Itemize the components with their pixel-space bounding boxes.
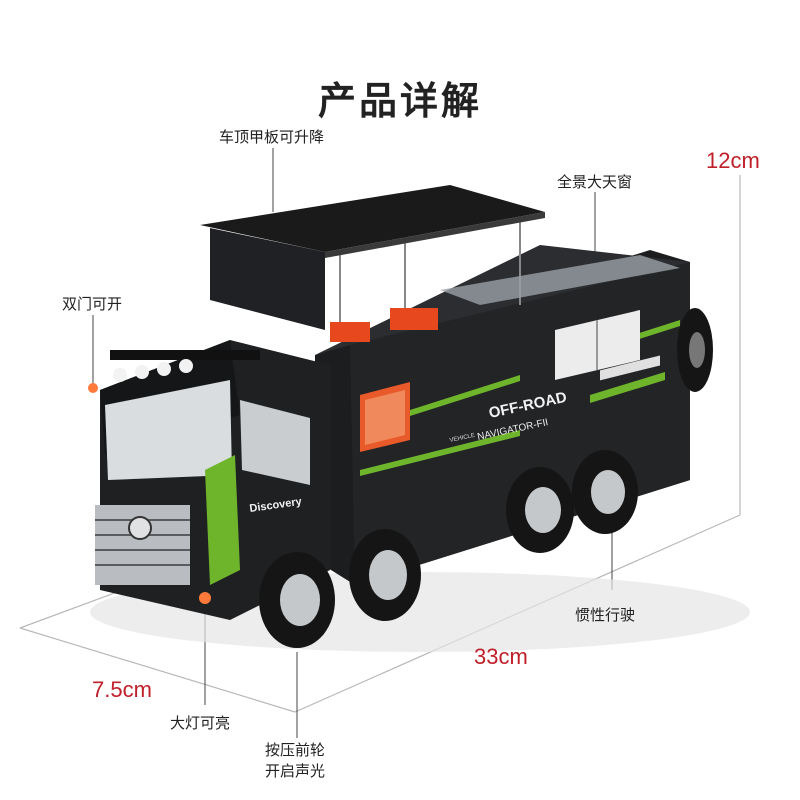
callout-front-wheel: 按压前轮 开启声光 — [265, 740, 325, 782]
callout-doors: 双门可开 — [62, 295, 123, 313]
wheel-front — [259, 552, 335, 648]
callout-inertia: 惯性行驶 — [575, 606, 636, 624]
callout-front-wheel-line2: 开启声光 — [265, 762, 326, 780]
cab — [88, 340, 330, 620]
callout-skylight: 全景大天窗 — [557, 173, 633, 191]
callout-roof-panel: 车顶甲板可升降 — [219, 128, 325, 146]
roof-panel — [200, 185, 680, 342]
marking-vehicle: VEHICLE — [449, 433, 475, 444]
callout-headlights: 大灯可亮 — [170, 714, 231, 732]
wheel-rear-2 — [572, 450, 638, 534]
dimension-length: 33cm — [474, 644, 528, 669]
wheel-front-2 — [349, 529, 421, 621]
dimension-height: 12cm — [706, 148, 760, 173]
callout-front-wheel-line1: 按压前轮 — [265, 741, 326, 759]
dimension-width: 7.5cm — [92, 677, 152, 702]
wheel-rear-1 — [506, 467, 574, 553]
page-title: 产品详解 — [317, 79, 482, 123]
wheels — [259, 308, 713, 648]
spare-wheel — [677, 308, 713, 392]
